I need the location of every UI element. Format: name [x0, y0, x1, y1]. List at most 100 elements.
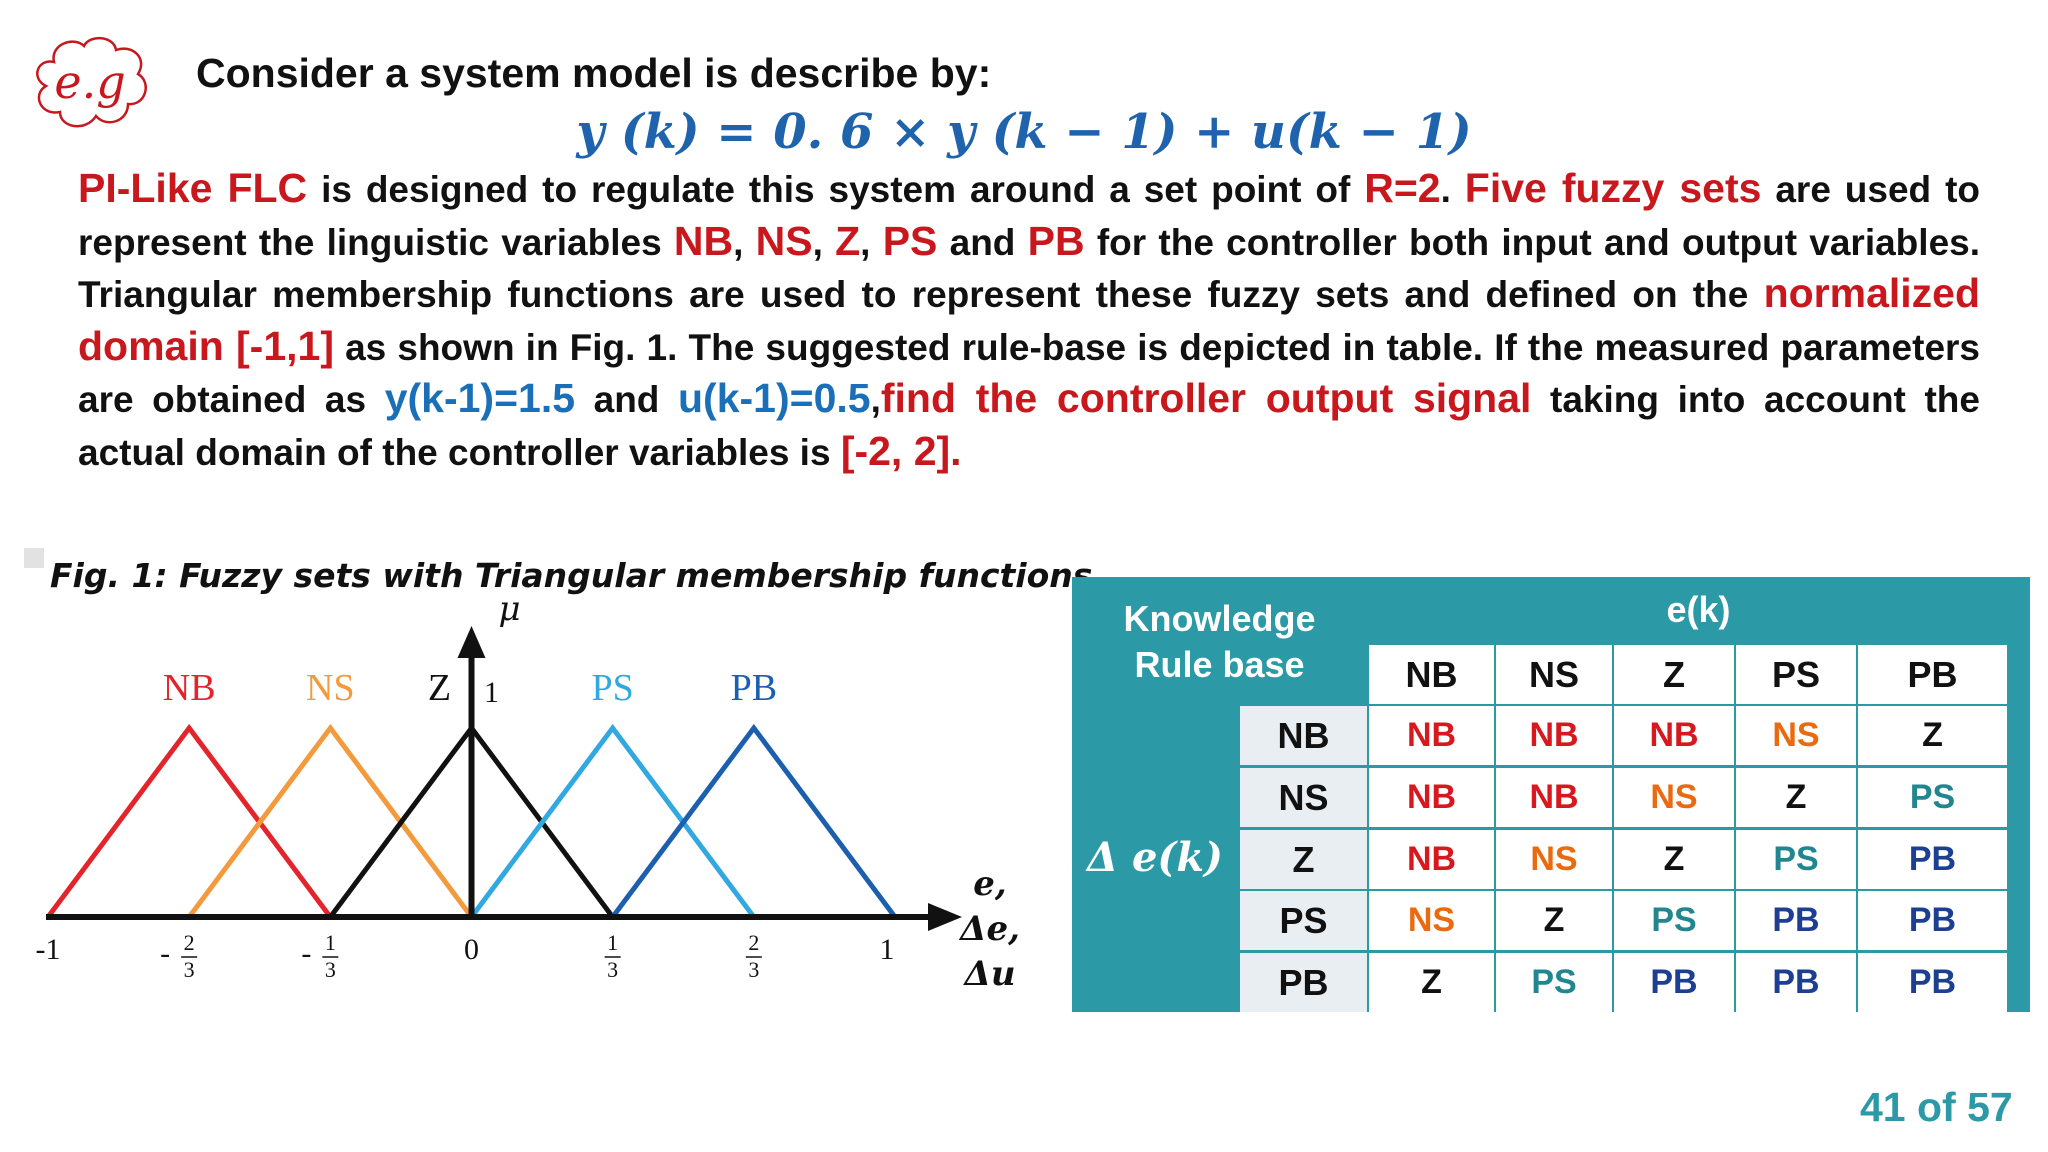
text-span: for the controller both input and output…: [78, 221, 1980, 316]
series-label: NS: [306, 667, 355, 709]
slide-heading: Consider a system model is describe by:: [196, 50, 992, 96]
column-axis-label: e(k): [1666, 589, 1731, 630]
x-axis-arrow: [928, 903, 962, 931]
rule-cell: NS: [1369, 891, 1494, 950]
tick-label-numerator: 2: [748, 930, 759, 955]
rule-cell: NB: [1496, 768, 1612, 827]
text-span: ,: [870, 379, 881, 420]
x-axis-label: Δe,: [958, 909, 1020, 949]
series-label: PB: [731, 667, 777, 709]
system-equation: y (k) = 0. 6 × y (k − 1) + u(k − 1): [576, 104, 1472, 160]
text-span: normalized domain [-1,1]: [78, 270, 1980, 369]
tick-label-sign: -: [160, 937, 170, 970]
rule-cell: Z: [1614, 830, 1734, 889]
rule-cell: NB: [1614, 706, 1734, 765]
eg-cloud-badge: e.g: [36, 37, 147, 128]
text-span: ,: [812, 221, 836, 263]
rule-cell: PB: [1858, 891, 2007, 950]
series-line-ns: [187, 723, 474, 919]
rule-cell: NB: [1369, 706, 1494, 765]
row-header: PS: [1240, 891, 1367, 950]
rule-cell: Z: [1858, 706, 2007, 765]
text-span: taking into account the actual domain of…: [78, 379, 1980, 473]
tick-label-denominator: 3: [748, 957, 759, 982]
text-span: ,: [733, 221, 756, 263]
rule-cell: PB: [1858, 953, 2007, 1012]
text-span: [-2, 2].: [840, 427, 962, 474]
text-span: .: [1440, 169, 1465, 210]
col-header: Z: [1614, 645, 1734, 704]
text-span: are used to represent the linguistic var…: [78, 169, 1980, 263]
eg-badge-text: e.g: [54, 55, 125, 109]
tick-label: -1: [36, 933, 61, 966]
row-axis-label: Δ e(k): [1087, 834, 1223, 881]
rule-cell: NB: [1369, 768, 1494, 827]
text-span: Five fuzzy sets: [1464, 165, 1762, 211]
tick-label-numerator: 2: [184, 930, 195, 955]
rule-cell: PB: [1736, 891, 1856, 950]
tick-label-denominator: 3: [184, 957, 195, 982]
tick-label-numerator: 1: [607, 930, 618, 955]
rule-cell: PS: [1614, 891, 1734, 950]
rule-cell: Z: [1736, 768, 1856, 827]
col-header: NB: [1369, 645, 1494, 704]
peak-label: 1: [484, 676, 499, 709]
table-title: Knowledge Rule base: [1072, 592, 1367, 692]
text-span: is designed to regulate this system arou…: [307, 169, 1365, 210]
text-span: NS: [755, 217, 813, 264]
rule-cell: Z: [1369, 953, 1494, 1012]
text-span: PB: [1027, 217, 1085, 264]
text-span: PS: [882, 217, 938, 264]
rule-cell: PS: [1496, 953, 1612, 1012]
tick-label: 0: [464, 933, 479, 966]
row-header: Z: [1240, 830, 1367, 889]
y-axis-arrow: [457, 626, 486, 658]
rule-cell: NS: [1614, 768, 1734, 827]
rule-cell: NB: [1496, 706, 1612, 765]
axis-layer: [46, 626, 962, 931]
rule-cell: NS: [1736, 706, 1856, 765]
tick-label-sign: -: [301, 937, 311, 970]
text-span: NB: [673, 217, 734, 264]
row-header: NS: [1240, 768, 1367, 827]
col-header: NS: [1496, 645, 1612, 704]
series-label: Z: [428, 667, 451, 709]
text-span: ,: [860, 221, 883, 263]
text-span: u(k-1)=0.5: [678, 375, 871, 421]
rule-cell: NB: [1369, 830, 1494, 889]
rule-cell: PB: [1614, 953, 1734, 1012]
row-header: NB: [1240, 706, 1367, 765]
rule-cell: Z: [1496, 891, 1612, 950]
tick-label-numerator: 1: [325, 930, 336, 955]
tick-label-denominator: 3: [325, 957, 336, 982]
series-line-ps: [469, 723, 756, 919]
text-span: Z: [835, 217, 861, 264]
text-span: find the controller output signal: [880, 375, 1532, 421]
series-label: PS: [592, 667, 634, 709]
x-axis-label: e,: [973, 864, 1006, 904]
text-span: PI-Like FLC: [78, 165, 308, 211]
col-header: PB: [1858, 645, 2007, 704]
text-span: and: [575, 379, 679, 420]
rule-cell: PS: [1736, 830, 1856, 889]
table-title-line2: Rule base: [1134, 644, 1305, 685]
row-header: PB: [1240, 953, 1367, 1012]
figure-corner-mark: [24, 548, 44, 568]
series-label: NB: [163, 667, 216, 709]
col-header: PS: [1736, 645, 1856, 704]
text-span: R=2: [1364, 165, 1441, 211]
rule-cell: NS: [1496, 830, 1612, 889]
text-span: and: [937, 221, 1028, 263]
y-axis-label: μ: [498, 590, 520, 629]
series-line-nb: [45, 723, 333, 919]
tick-label-denominator: 3: [607, 957, 618, 982]
tick-label: 1: [880, 933, 895, 966]
table-title-line1: Knowledge: [1123, 598, 1316, 639]
rule-cell: PS: [1858, 768, 2007, 827]
text-span: as shown in Fig. 1. The suggested rule-b…: [78, 326, 1980, 421]
figure-caption: Fig. 1: Fuzzy sets with Triangular membe…: [50, 556, 1093, 595]
x-axis-label: Δu: [962, 954, 1015, 994]
